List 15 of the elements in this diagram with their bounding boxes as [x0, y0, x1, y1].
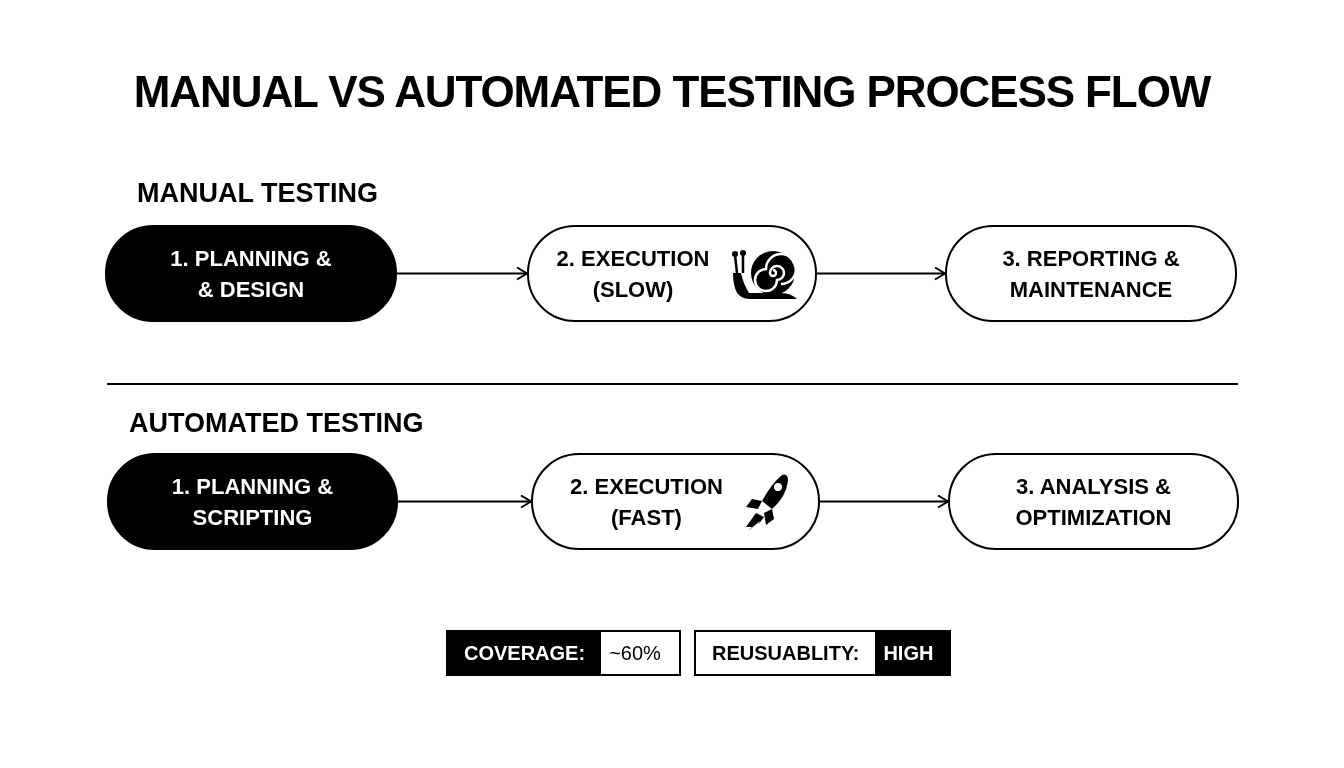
arrow: [819, 494, 949, 509]
step-label: 1. PLANNING & SCRIPTING: [170, 472, 335, 532]
metric-value: HIGH: [875, 632, 950, 674]
arrow: [396, 266, 528, 281]
metric-name: COVERAGE:: [448, 632, 602, 674]
arrow: [816, 266, 946, 281]
section-heading: MANUAL TESTING: [137, 180, 378, 207]
step-label: 2. EXECUTION (FAST): [569, 472, 724, 532]
step-label: 3. ANALYSIS & OPTIMIZATION: [1014, 472, 1173, 532]
section-heading: AUTOMATED TESTING: [129, 410, 424, 437]
step-label: 2. EXECUTION (SLOW): [555, 244, 711, 304]
step-label: 1. PLANNING & & DESIGN: [169, 244, 333, 304]
diagram-title: MANUAL VS AUTOMATED TESTING PROCESS FLOW: [132, 70, 1212, 114]
arrow: [397, 494, 532, 509]
step-label: 3. REPORTING & MAINTENANCE: [1001, 244, 1181, 304]
